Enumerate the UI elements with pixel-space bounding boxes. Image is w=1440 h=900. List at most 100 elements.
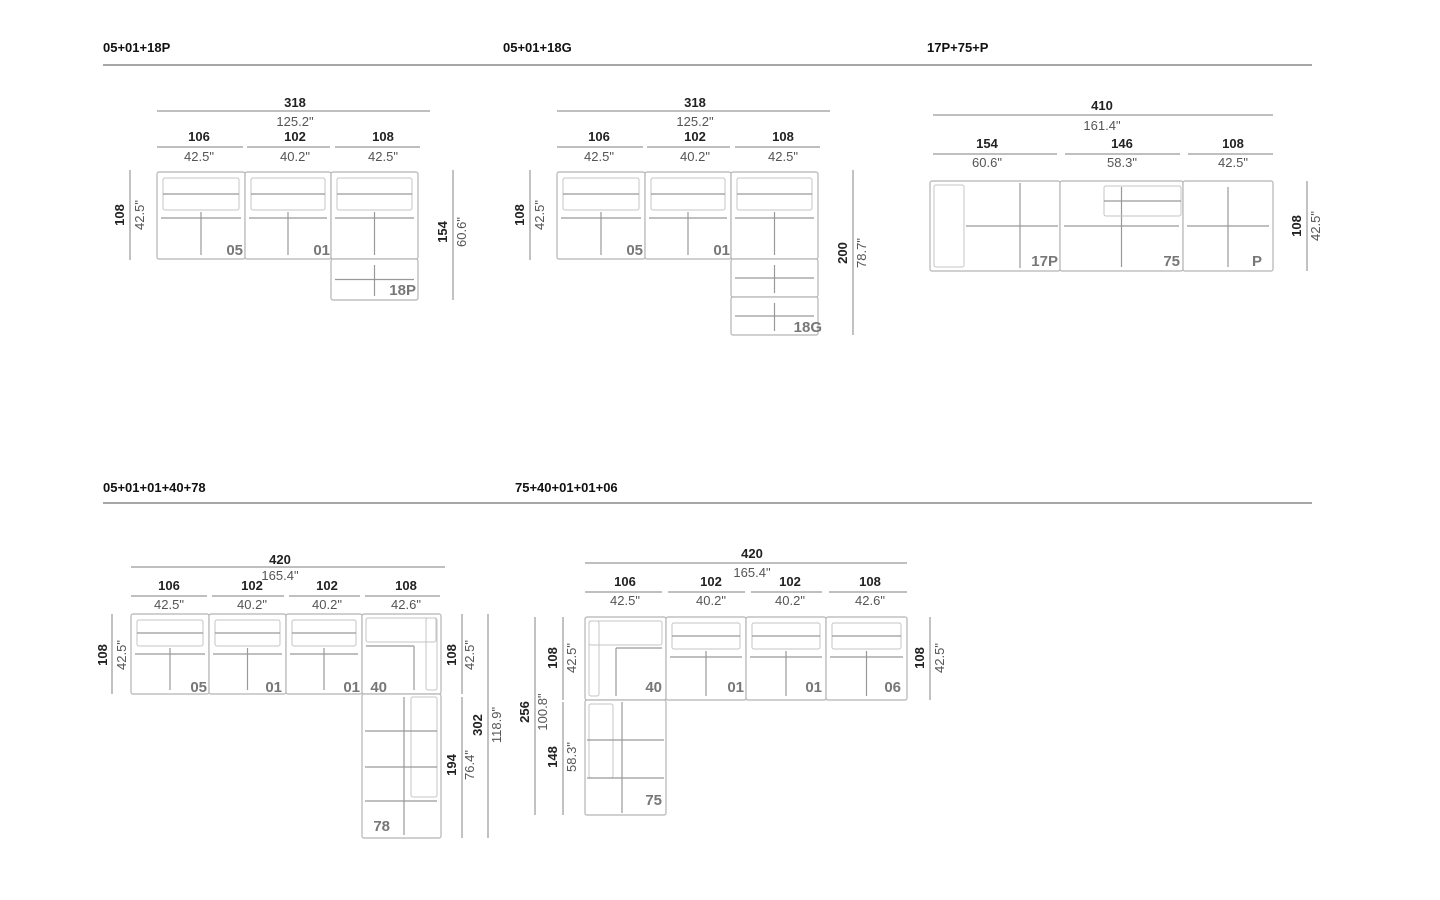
dimension-cm: 102 <box>284 129 306 144</box>
dimension-cm: 318 <box>684 95 706 110</box>
dimension-cm: 108 <box>372 129 394 144</box>
module-label: 01 <box>727 679 744 696</box>
dimension-inches: 42.5" <box>768 149 798 164</box>
dimension-cm: 108 <box>95 644 110 666</box>
dimension-inches: 42.5" <box>932 643 947 673</box>
dimension-inches: 118.9" <box>489 707 504 744</box>
armrest-cushion <box>933 184 965 268</box>
dimension-cm: 318 <box>284 95 306 110</box>
config-title: 05+01+01+40+78 <box>103 480 206 495</box>
side-cushion <box>425 617 438 691</box>
module-label: 05 <box>626 242 643 259</box>
dimension-inches: 42.6" <box>855 593 885 608</box>
dimension-cm: 108 <box>1222 136 1244 151</box>
dimension-inches: 125.2" <box>676 114 714 129</box>
dimension-inches: 42.5" <box>114 640 129 670</box>
dimension-cm: 256 <box>517 701 532 723</box>
module-label: 01 <box>343 679 360 696</box>
dimension-cm: 420 <box>269 552 291 567</box>
module-label: 18G <box>794 319 822 336</box>
dimension-inches: 40.2" <box>775 593 805 608</box>
dimension-inches: 42.5" <box>132 200 147 230</box>
dimension-cm: 194 <box>444 753 459 775</box>
dimension-cm: 146 <box>1111 136 1133 151</box>
dimension-inches: 42.5" <box>564 643 579 673</box>
dimension-cm: 108 <box>772 129 794 144</box>
dimension-inches: 60.6" <box>454 217 469 247</box>
dimension-inches: 165.4" <box>261 568 299 583</box>
config-title: 05+01+18G <box>503 40 572 55</box>
dimension-cm: 108 <box>444 644 459 666</box>
dimension-cm: 102 <box>684 129 706 144</box>
dimension-cm: 302 <box>470 714 485 736</box>
config-title: 75+40+01+01+06 <box>515 480 618 495</box>
dimension-inches: 40.2" <box>696 593 726 608</box>
module-label: 05 <box>226 242 243 259</box>
dimension-cm: 106 <box>588 129 610 144</box>
back-cushion <box>365 617 437 643</box>
dimension-cm: 102 <box>241 578 263 593</box>
dimension-cm: 106 <box>614 574 636 589</box>
module-label: 05 <box>190 679 207 696</box>
dimension-inches: 42.5" <box>1218 155 1248 170</box>
dimension-cm: 106 <box>188 129 210 144</box>
dimension-cm: 108 <box>512 204 527 226</box>
dimension-cm: 410 <box>1091 98 1113 113</box>
dimension-inches: 42.5" <box>1308 211 1323 241</box>
side-cushion <box>588 620 600 697</box>
dimension-inches: 42.5" <box>154 597 184 612</box>
dimension-inches: 42.5" <box>532 200 547 230</box>
config-title: 17P+75+P <box>927 40 989 55</box>
dimension-cm: 148 <box>545 746 560 768</box>
dimension-inches: 60.6" <box>972 155 1002 170</box>
dimension-inches: 42.5" <box>184 149 214 164</box>
module-label: 18P <box>389 282 416 299</box>
config-title: 05+01+18P <box>103 40 171 55</box>
dimension-cm: 108 <box>859 574 881 589</box>
dimension-cm: 154 <box>976 136 998 151</box>
dimension-cm: 108 <box>395 578 417 593</box>
dimension-inches: 76.4" <box>462 750 477 780</box>
dimension-cm: 102 <box>700 574 722 589</box>
module-label: 06 <box>884 679 901 696</box>
dimension-inches: 40.2" <box>280 149 310 164</box>
dimension-inches: 161.4" <box>1083 118 1121 133</box>
module-label: 17P <box>1031 253 1058 270</box>
dimension-cm: 420 <box>741 546 763 561</box>
module-label: 78 <box>373 818 390 835</box>
dimension-inches: 42.5" <box>584 149 614 164</box>
dimension-inches: 42.5" <box>610 593 640 608</box>
dimension-cm: 200 <box>835 242 850 264</box>
module-label: 01 <box>713 242 730 259</box>
dimension-inches: 125.2" <box>276 114 314 129</box>
dimension-cm: 108 <box>1289 215 1304 237</box>
dimension-inches: 78.7" <box>854 238 869 268</box>
module-label: P <box>1252 253 1262 270</box>
dimension-inches: 42.6" <box>391 597 421 612</box>
dimension-cm: 108 <box>112 204 127 226</box>
dimension-inches: 40.2" <box>312 597 342 612</box>
module-label: 40 <box>645 679 662 696</box>
dimension-cm: 108 <box>545 647 560 669</box>
dimension-inches: 42.5" <box>462 640 477 670</box>
sofa-module-chaise <box>584 699 667 816</box>
dimension-inches: 58.3" <box>564 742 579 772</box>
dimension-cm: 154 <box>435 220 450 242</box>
module-label: 01 <box>265 679 282 696</box>
side-cushion <box>410 696 438 798</box>
module-label: 40 <box>370 679 387 696</box>
module-label: 75 <box>1163 253 1180 270</box>
dimension-inches: 165.4" <box>733 565 771 580</box>
sofa-module-chaise <box>361 693 442 839</box>
dimension-inches: 40.2" <box>237 597 267 612</box>
module-label: 01 <box>805 679 822 696</box>
dimension-cm: 102 <box>316 578 338 593</box>
dimension-inches: 58.3" <box>1107 155 1137 170</box>
dimension-cm: 102 <box>779 574 801 589</box>
dimension-cm: 108 <box>912 647 927 669</box>
dimension-inches: 42.5" <box>368 149 398 164</box>
dimension-cm: 106 <box>158 578 180 593</box>
dimension-inches: 100.8" <box>535 693 550 731</box>
module-label: 01 <box>313 242 330 259</box>
